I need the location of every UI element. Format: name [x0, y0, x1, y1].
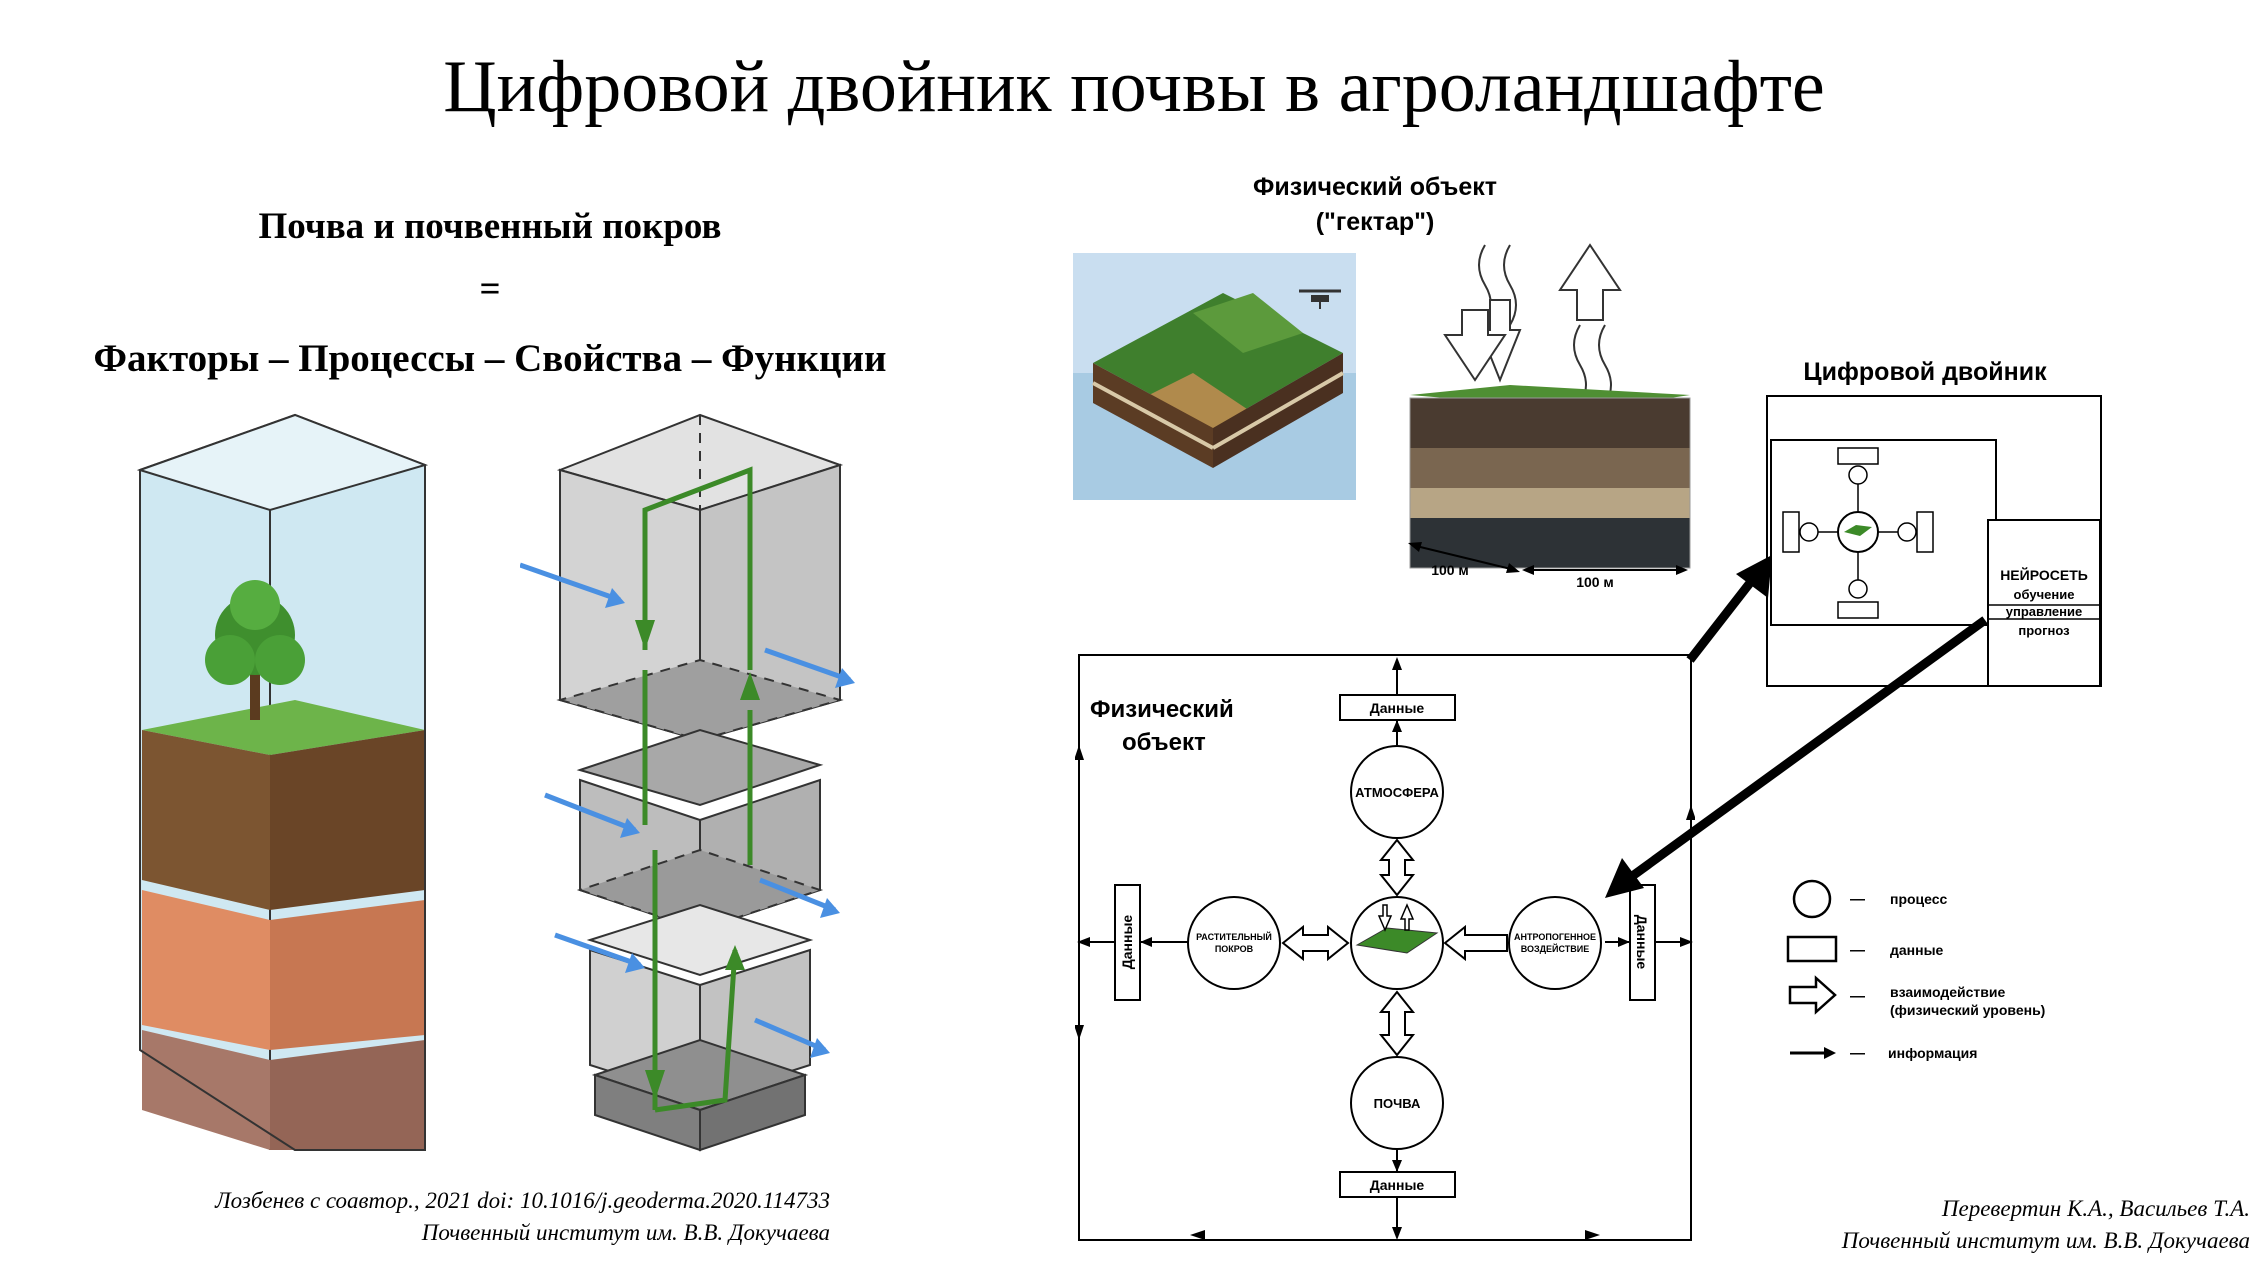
field-plot-icon [1355, 927, 1439, 954]
svg-text:ПОКРОВ: ПОКРОВ [1215, 944, 1254, 954]
svg-text:АТМОСФЕРА: АТМОСФЕРА [1355, 785, 1439, 800]
physical-object-title: Физический объект ("гектар") [1253, 173, 1497, 236]
node-anthropogenic [1508, 896, 1602, 990]
page-title: Цифровой двойник почвы в агроландшафте [443, 46, 1825, 128]
factors-chain: Факторы – Процессы – Свойства – Функции [93, 337, 887, 380]
digital-twin-title: Цифровой двойник [1803, 358, 2047, 386]
svg-text:Данные: Данные [1119, 915, 1135, 970]
soil-cube-illustration: 100 м 100 м [1408, 243, 1691, 590]
legend-data-label: данные [1890, 942, 1944, 958]
process-boxes-illustration [520, 413, 855, 1152]
equals-sign: = [479, 269, 501, 310]
green-arrow-up [740, 672, 760, 700]
data-box-top [1339, 694, 1456, 721]
grass-surface [142, 700, 425, 755]
svg-text:объект: объект [1122, 729, 1206, 756]
svg-text:ВОЗДЕЙСТВИЕ: ВОЗДЕЙСТВИЕ [1521, 943, 1590, 954]
blue-arrow-in [605, 588, 625, 608]
digital-twin-panel: НЕЙРОСЕТЬ обучение управление прогноз [1766, 395, 2102, 687]
neuro-control: управление [2006, 604, 2082, 619]
interaction-arrow-right [1443, 924, 1508, 962]
tree-trunk [250, 650, 260, 720]
legend-interaction-sublabel: (физический уровень) [1890, 1002, 2045, 1018]
legend-info-label: информация [1888, 1045, 1977, 1061]
svg-text:—: — [1850, 1045, 1865, 1062]
blue-arrow-out [835, 668, 855, 688]
green-flow-line [642, 466, 753, 670]
dimension-label-1: 100 м [1431, 562, 1469, 578]
left-citation-institute: Почвенный институт им. В.В. Докучаева [421, 1220, 830, 1245]
data-box-left [1114, 884, 1141, 1001]
left-citation-doi: Лозбенев с соавтор., 2021 doi: 10.1016/j… [215, 1188, 830, 1213]
svg-text:Данные: Данные [1370, 1177, 1425, 1193]
svg-text:—: — [1850, 988, 1865, 1005]
soil-column-illustration [136, 413, 429, 1151]
svg-text:—: — [1850, 891, 1865, 908]
data-box-right [1629, 884, 1656, 1001]
data-upload-arrow [1686, 567, 1764, 663]
legend-process-label: процесс [1890, 891, 1948, 907]
right-citation-institute: Почвенный институт им. В.В. Докучаева [1841, 1228, 2250, 1253]
interaction-arrow-left [1281, 924, 1350, 962]
legend-process-icon [1792, 879, 1832, 919]
physical-object-diagram: Физический объект Данные Данные Данные Д… [1075, 654, 1695, 1241]
left-citation: Лозбенев с соавтор., 2021 doi: 10.1016/j… [60, 1185, 830, 1249]
svg-text:Данные: Данные [1370, 700, 1425, 716]
neuro-panel [1987, 519, 2101, 687]
neuro-label: НЕЙРОСЕТЬ [2000, 566, 2088, 583]
big-arrow-down [1443, 309, 1507, 382]
svg-text:АНТРОПОГЕННОЕ: АНТРОПОГЕННОЕ [1514, 932, 1596, 942]
node-vegetation [1187, 896, 1281, 990]
drone-icon [1299, 289, 1341, 309]
node-soil [1350, 1056, 1444, 1150]
hectare-photo [1073, 253, 1356, 500]
diagram-label: Физический [1090, 696, 1234, 723]
interaction-arrow-bottom [1378, 990, 1416, 1057]
svg-text:РАСТИТЕЛЬНЫЙ: РАСТИТЕЛЬНЫЙ [1196, 931, 1272, 942]
interaction-arrow-top [1378, 838, 1416, 897]
dimension-label-2: 100 м [1576, 574, 1614, 590]
svg-text:—: — [1850, 942, 1865, 959]
neuro-training: обучение [2014, 587, 2075, 602]
twin-link-arrows [1605, 555, 1988, 898]
legend-interaction-icon [1788, 975, 1837, 1015]
svg-text:Данные: Данные [1634, 915, 1650, 970]
neuro-forecast: прогноз [2018, 623, 2070, 638]
control-feedback-arrow [1617, 616, 1988, 889]
green-arrow-down [635, 620, 655, 650]
right-citation: Перевертин К.А., Васильев Т.А. Почвенный… [1660, 1193, 2250, 1257]
right-citation-authors: Перевертин К.А., Васильев Т.А. [1941, 1196, 2250, 1221]
legend-data-icon [1786, 935, 1838, 963]
legend: — — — — процесс данные взаимодействие (ф… [1786, 879, 2045, 1062]
node-atmosphere [1350, 745, 1444, 839]
legend-interaction-label: взаимодействие [1890, 984, 2005, 1000]
soil-heading: Почва и почвенный покров [258, 206, 722, 247]
big-arrow-up [1558, 243, 1622, 321]
svg-text:ПОЧВА: ПОЧВА [1374, 1096, 1421, 1111]
